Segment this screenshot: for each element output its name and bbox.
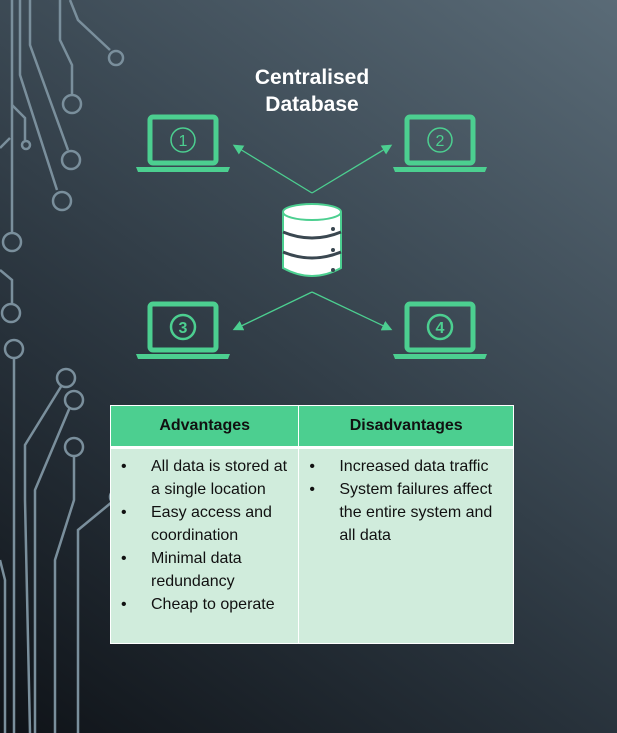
arrow-to-client-1	[232, 144, 313, 194]
advantage-item: All data is stored at a single location	[117, 455, 294, 501]
advantage-item: Minimal data redundancy	[117, 547, 294, 593]
advantage-item: Cheap to operate	[117, 593, 294, 616]
disadvantage-item: Increased data traffic	[305, 455, 509, 478]
network-diagram: 1 2 3 4	[0, 0, 617, 400]
title-line-2: Database	[265, 93, 359, 116]
database-icon	[282, 203, 342, 277]
arrow-to-client-3	[232, 291, 313, 331]
laptop-icon-2	[393, 117, 487, 172]
disadvantages-cell: Increased data traffic System failures a…	[298, 447, 514, 644]
disadvantages-header: Disadvantages	[298, 405, 514, 449]
client-label-3: 3	[179, 320, 188, 337]
title-line-1: Centralised	[254, 66, 370, 89]
advantages-cell: All data is stored at a single location …	[109, 447, 300, 644]
comparison-table: Advantages Disadvantages All data is sto…	[109, 405, 514, 644]
client-label-2: 2	[436, 133, 445, 150]
arrow-to-client-2	[311, 144, 393, 194]
client-label-4: 4	[436, 320, 445, 337]
arrow-to-client-4	[311, 291, 393, 331]
disadvantage-item: System failures affect the entire system…	[305, 478, 509, 547]
laptop-icon-3	[136, 304, 230, 359]
laptop-icon-4	[393, 304, 487, 359]
laptop-icon-1	[136, 117, 230, 172]
diagram-title: Centralised Database	[212, 64, 412, 118]
client-label-1: 1	[179, 133, 188, 150]
advantage-item: Easy access and coordination	[117, 501, 294, 547]
advantages-header: Advantages	[109, 405, 300, 449]
